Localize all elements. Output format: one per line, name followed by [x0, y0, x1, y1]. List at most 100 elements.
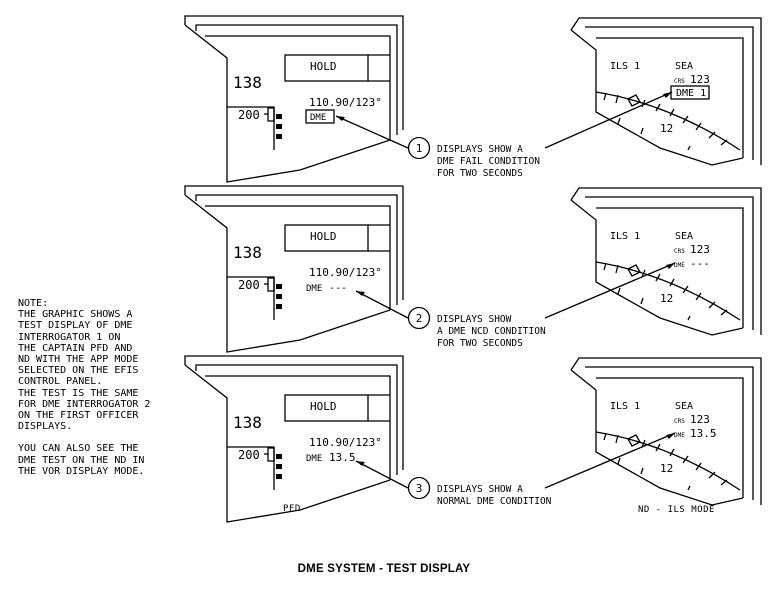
note-line: THE CAPTAIN PFD AND: [18, 342, 133, 354]
nd-compass-tick: [708, 131, 716, 139]
pfd-alt-box: [227, 446, 275, 490]
nd-compass-tick: [708, 471, 716, 479]
pfd-alt-tick: [276, 124, 282, 129]
note-line: THE TEST IS THE SAME: [18, 387, 139, 399]
pfd-alt-tick: [276, 284, 282, 289]
nd-heading-12: 12: [660, 292, 673, 305]
nd-crs-label: CRS: [674, 418, 685, 425]
callout-number: 3: [416, 482, 423, 495]
nd-bezel-mid: [585, 366, 754, 500]
nd-dme-value: 13.5: [690, 427, 717, 440]
nd-compass-arc: [595, 91, 741, 151]
pfd-screen: [184, 364, 391, 523]
nd-compass-tick: [720, 479, 728, 486]
note-line: CONTROL PANEL.: [18, 376, 103, 388]
callout-arrowhead-pfd: [356, 461, 365, 466]
nd-crs-label: CRS: [674, 78, 685, 85]
pfd-mode-box: [284, 394, 369, 422]
callout-arrowhead-pfd: [356, 291, 365, 296]
nd-compass-tick: [603, 432, 607, 441]
pfd-bezel-inner: [205, 205, 391, 310]
pfd-dme-label: DME: [306, 454, 322, 464]
pfd-bezel-mid: [195, 364, 398, 475]
pfd-bezel-inner: [205, 375, 391, 480]
pfd-ils-freq: 110.90/123°: [309, 266, 382, 279]
pfd-alt-tick: [276, 294, 282, 299]
pfd-dme-value: ---: [329, 283, 347, 294]
pfd-mode-label: HOLD: [310, 60, 337, 73]
nd-crs-value: 123: [690, 73, 710, 86]
callout-number-circle: [407, 136, 431, 160]
callout-line: DME FAIL CONDITION: [437, 156, 540, 167]
nd-bezel-inner: [596, 207, 744, 328]
pfd-mode-label: HOLD: [310, 400, 337, 413]
nd-bezel-outer: [570, 17, 762, 165]
nd-compass-tick: [640, 467, 644, 475]
pfd-mode-box: [284, 54, 369, 82]
pfd-bezel-outer: [184, 15, 404, 130]
pfd-alt-tick: [276, 474, 282, 479]
nd-compass-tick: [655, 273, 661, 282]
nd-compass-tick: [720, 309, 728, 316]
pfd-screen: [184, 194, 391, 353]
note-line: ND WITH THE APP MODE: [18, 353, 139, 365]
note-line: YOU CAN ALSO SEE THE: [18, 443, 139, 455]
nd-compass-tick: [687, 315, 691, 321]
pfd-alt-tick: [276, 454, 282, 459]
note-line: TEST DISPLAY OF DME: [18, 320, 133, 332]
pfd-alt-window: [267, 447, 275, 462]
callout-number: 2: [416, 312, 423, 325]
nd-compass-tick: [640, 127, 644, 135]
note-line: FOR DME INTERROGATOR 2: [18, 398, 151, 410]
pfd-alt-tick: [276, 304, 282, 309]
nd-dme-value: DME 1: [676, 88, 706, 99]
callout-leader-nd: [544, 262, 676, 319]
note-line: ON THE FIRST OFFICER: [18, 409, 139, 421]
pfd-alt-tick: [276, 134, 282, 139]
callout-leader-pfd: [355, 460, 409, 489]
callout-number: 1: [416, 142, 423, 155]
note-line: DME TEST ON THE ND IN: [18, 454, 145, 466]
nd-screen: [570, 369, 744, 506]
nd-compass-tick: [695, 122, 702, 131]
pfd-speed: 138: [233, 413, 262, 432]
nd-compass-tick: [669, 448, 675, 457]
pfd-ils-freq: 110.90/123°: [309, 96, 382, 109]
callout-leader-pfd: [355, 290, 409, 319]
note-line: THE GRAPHIC SHOWS A: [18, 309, 133, 321]
nd-compass-tick: [641, 439, 646, 448]
nd-compass-tick: [615, 434, 619, 444]
nd-compass-tick: [655, 443, 661, 452]
callout-leader-nd: [544, 91, 673, 149]
note-line: SELECTED ON THE EFIS: [18, 365, 139, 377]
nd-station: SEA: [675, 401, 693, 412]
nd-crs-value: 123: [690, 413, 710, 426]
nd-course-symbol: [627, 264, 641, 277]
nd-bezel-mid: [585, 26, 754, 160]
nd-compass-tick: [682, 115, 689, 124]
pfd-screen: [184, 24, 391, 183]
nd-station: SEA: [675, 231, 693, 242]
callout-line: DISPLAYS SHOW A: [437, 144, 523, 155]
note-line: NOTE:: [18, 298, 49, 309]
nd-mode: ILS 1: [610, 401, 640, 412]
nd-compass-tick: [720, 139, 728, 146]
pfd-ils-freq: 110.90/123°: [309, 436, 382, 449]
nd-compass-tick: [669, 108, 675, 117]
nd-course-symbol: [627, 434, 641, 447]
nd-compass-tick: [615, 264, 619, 274]
pfd-alt-box: [227, 276, 275, 320]
callout-leader-nd: [544, 432, 676, 489]
pfd-mode-box: [284, 224, 369, 252]
nd-compass-tick: [603, 92, 607, 101]
nd-compass-arc: [595, 261, 741, 321]
nd-compass-tick: [669, 278, 675, 287]
callout-arrowhead-nd: [666, 263, 675, 269]
